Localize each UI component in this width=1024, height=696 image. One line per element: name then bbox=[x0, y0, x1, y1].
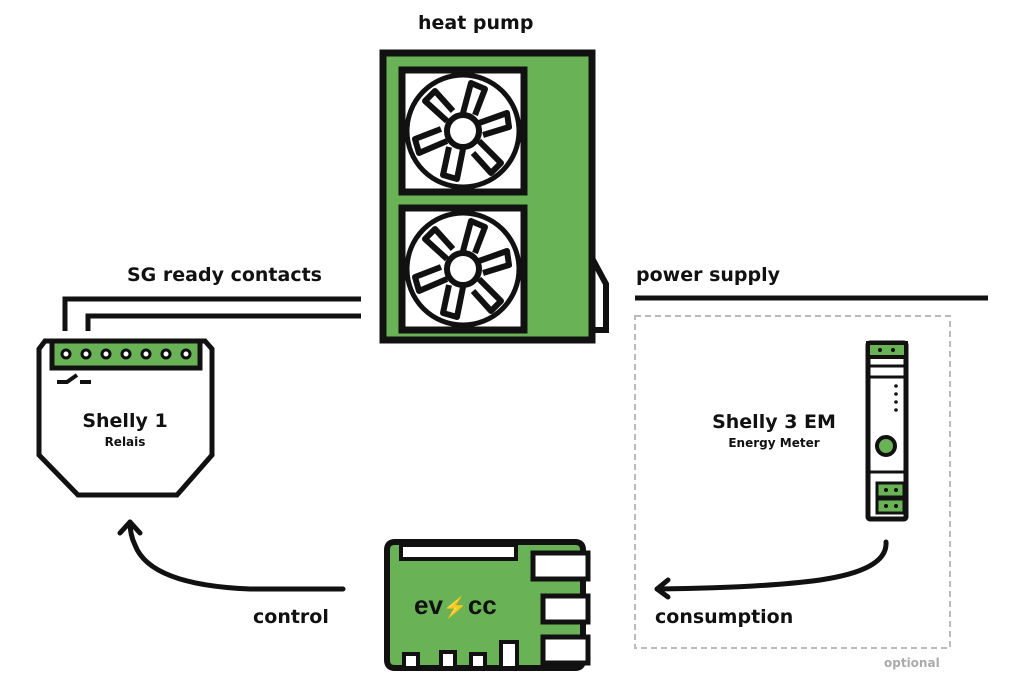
terminal-screws bbox=[60, 348, 192, 360]
shelly3em-title: Shelly 3 EM bbox=[712, 411, 836, 433]
port bbox=[439, 650, 457, 670]
heat-pump-title: heat pump bbox=[418, 12, 534, 34]
shelly3em-subtitle: Energy Meter bbox=[728, 436, 820, 450]
control-arrow bbox=[117, 519, 346, 592]
consumption-arrow bbox=[654, 539, 889, 600]
optional-label: optional bbox=[884, 656, 940, 670]
evcc-logo-left: ev bbox=[414, 590, 443, 620]
sg-ready-label: SG ready contacts bbox=[127, 264, 322, 286]
heat-pump-unit bbox=[379, 49, 609, 344]
sg-ready-wires bbox=[62, 296, 361, 331]
shelly3em-device bbox=[865, 340, 909, 522]
consumption-label: consumption bbox=[655, 606, 794, 628]
shelly1-title: Shelly 1 bbox=[82, 410, 168, 432]
shelly1-device bbox=[36, 338, 215, 498]
fan-icon bbox=[398, 66, 528, 196]
usb-port bbox=[540, 593, 591, 625]
optional-group-box bbox=[634, 315, 951, 649]
bolt-icon: ⚡ bbox=[442, 597, 468, 619]
evcc-logo: ev⚡cc bbox=[414, 590, 497, 621]
fan-icon bbox=[398, 204, 528, 334]
shelly1-body bbox=[36, 338, 215, 498]
port bbox=[402, 652, 420, 670]
gpio-header bbox=[399, 543, 518, 561]
evcc-logo-right: cc bbox=[467, 590, 497, 620]
port bbox=[499, 640, 519, 670]
usb-port bbox=[530, 550, 591, 582]
switch-icon bbox=[57, 373, 91, 384]
evcc-board bbox=[384, 539, 591, 671]
power-supply-label: power supply bbox=[636, 264, 781, 286]
port bbox=[469, 652, 487, 670]
status-led-icon bbox=[875, 435, 897, 457]
ethernet-port bbox=[540, 634, 591, 666]
control-label: control bbox=[253, 606, 329, 628]
shelly1-subtitle: Relais bbox=[104, 435, 146, 449]
